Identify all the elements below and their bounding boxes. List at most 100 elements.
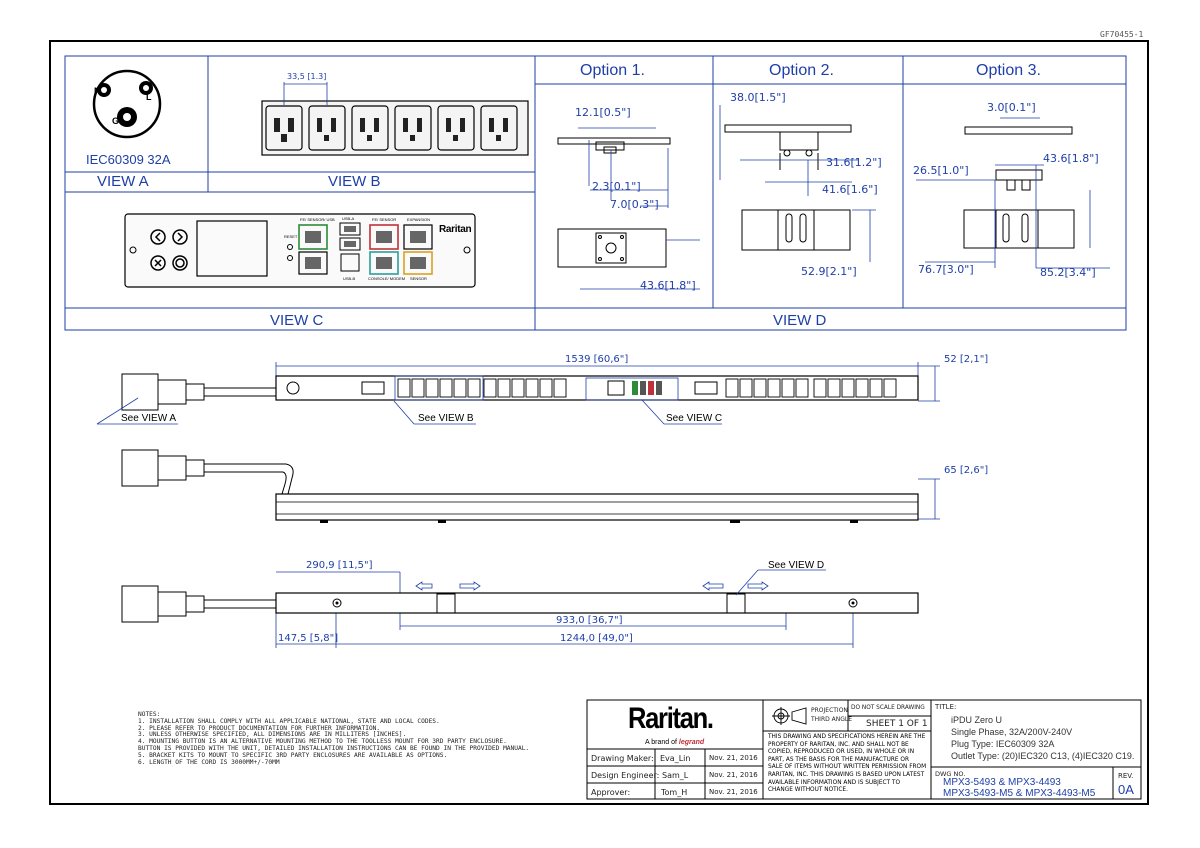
dwg-number: MPX3-5493 & MPX3-4493 MPX3-5493-M5 & MPX…: [943, 777, 1095, 799]
port-label-fe-sensor-usb: FE/ SENSOR/ USB: [300, 217, 335, 222]
dwg-line: MPX3-5493 & MPX3-4493: [943, 777, 1061, 788]
port-label-sensor: SENSOR: [410, 276, 427, 281]
plug-face-drawing: [92, 69, 162, 139]
option3-dim-85-2: 85.2[3.4"]: [1040, 266, 1096, 279]
legal-notice: THIS DRAWING AND SPECIFICATIONS HEREIN A…: [768, 734, 926, 795]
controller-brand: Raritan: [439, 224, 472, 235]
dim-1244-0: 1244,0 [49,0"]: [560, 633, 633, 644]
depth-dim: 65 [2,6"]: [944, 465, 989, 476]
revision: 0A: [1118, 782, 1134, 797]
option1-dim-2-3: 2.3[0.1"]: [592, 180, 641, 193]
option2-dim-38-0: 38.0[1.5"]: [730, 91, 786, 104]
see-view-b-callout: See VIEW B: [418, 413, 474, 424]
logo-sub-brand: legrand: [678, 739, 705, 746]
outlet-pitch-dim: 33,5 [1.3]: [287, 72, 327, 81]
option2-title: Option 2.: [769, 62, 834, 79]
note-line: NOTES:: [138, 711, 161, 718]
option1-dim-12-1: 12.1[0.5"]: [575, 106, 631, 119]
option3-dim-3-0: 3.0[0.1"]: [987, 101, 1036, 114]
role-design-engineer: Design Engineer:: [591, 771, 660, 780]
view-d-label: VIEW D: [773, 312, 827, 329]
option3-dim-76-7: 76.7[3.0"]: [918, 263, 974, 276]
title-label: TITLE:: [935, 703, 957, 711]
legal-line: RARITAN, INC. THIS DRAWING IS BASED UPON…: [768, 771, 925, 778]
legal-line: PROPERTY OF RARITAN, INC. AND SHALL NOT …: [768, 741, 909, 748]
company-logo-subtitle: A brand of legrand: [645, 739, 704, 746]
legal-line: COPIED, REPRODUCED OR USED, IN WHOLE OR …: [768, 749, 915, 756]
outlet-strip-drawing: [261, 82, 529, 156]
legal-line: PART, AS THE BASIS FOR THE MANUFACTURE O…: [768, 756, 910, 763]
role-approver: Approver:: [591, 788, 631, 797]
pdu-side-drawing: [121, 449, 940, 523]
port-label-usb-a: USB-A: [342, 216, 355, 221]
view-grid: [64, 55, 1127, 331]
name-design-engineer: Sam_L: [662, 771, 689, 780]
port-label-console-modem: CONSOLE/ MODEM: [368, 276, 406, 281]
rev-label: REV.: [1118, 772, 1134, 780]
option2-dim-41-6: 41.6[1.6"]: [822, 183, 878, 196]
dim-290-9: 290,9 [11,5"]: [306, 560, 373, 571]
option2-dim-52-9: 52.9[2.1"]: [801, 265, 857, 278]
note-line: 3. UNLESS OTHERWISE SPECIFIED, ALL DIMEN…: [138, 731, 407, 739]
pin-g-label: G: [112, 116, 120, 126]
note-line: 6. LENGTH OF THE CORD IS 3000MM+/-70MM: [138, 758, 280, 766]
title-description: iPDU Zero U Single Phase, 32A/200V-240V …: [951, 714, 1134, 762]
role-drawing-maker: Drawing Maker:: [591, 754, 654, 763]
view-a-label: VIEW A: [97, 173, 149, 190]
legal-line: AVAILABLE INFORMATION AND IS SUBJECT TO: [768, 779, 901, 786]
option1-drawing: [557, 137, 671, 268]
dim-933-0: 933,0 [36,7"]: [556, 615, 623, 626]
leader-lines: [96, 397, 826, 596]
dwg-no-label: DWG NO.: [935, 770, 966, 778]
see-view-a-callout: See VIEW A: [121, 413, 177, 424]
see-view-c-callout: See VIEW C: [666, 413, 723, 424]
company-logo: Raritan.: [628, 702, 714, 735]
view-c-label: VIEW C: [270, 312, 324, 329]
title-line: iPDU Zero U: [951, 715, 1003, 725]
note-line: 2. PLEASE REFER TO PRODUCT DOCUMENTATION…: [138, 724, 381, 732]
controller-drawing: [124, 213, 476, 288]
port-label-fe-sensor: FE/ SENSOR: [372, 217, 397, 222]
pdu-back-drawing: [121, 571, 919, 648]
sheet-reference: GF70455-1: [1100, 30, 1144, 39]
port-label-expansion: EXPANSION: [407, 217, 431, 222]
drawing-notes: NOTES: 1. INSTALLATION SHALL COMPLY WITH…: [138, 711, 578, 766]
option3-drawing: [963, 126, 1075, 249]
see-view-d-callout: See VIEW D: [768, 560, 825, 571]
date-design-engineer: Nov. 21, 2016: [709, 771, 758, 779]
legal-line: CHANGE WITHOUT NOTICE.: [768, 787, 848, 794]
name-approver: Tom_H: [661, 788, 688, 797]
date-drawing-maker: Nov. 21, 2016: [709, 754, 758, 762]
projection-type: THIRD ANGLE: [811, 716, 853, 723]
note-line: 4. MOUNTING BUTTON IS AN ALTERNATIVE MOU…: [138, 738, 507, 746]
plug-type-label: IEC60309 32A: [86, 152, 171, 167]
view-b-label: VIEW B: [328, 173, 381, 190]
name-drawing-maker: Eva_Lin: [660, 754, 691, 763]
option1-title: Option 1.: [580, 62, 645, 79]
pin-n-label: N: [94, 86, 101, 96]
option3-dim-43-6: 43.6[1.8"]: [1043, 152, 1099, 165]
date-approver: Nov. 21, 2016: [709, 788, 758, 796]
title-line: Plug Type: IEC60309 32A: [951, 739, 1055, 749]
option3-title: Option 3.: [976, 62, 1041, 79]
legal-line: SALE OF ITEMS WITHOUT WRITTEN PERMISSION…: [768, 764, 927, 771]
width-dim: 52 [2,1"]: [944, 354, 989, 365]
length-dim: 1539 [60,6"]: [565, 354, 629, 365]
option2-drawing: [724, 124, 852, 251]
pdu-front-drawing: [121, 362, 940, 411]
projection-label: PROJECTION: [811, 707, 848, 714]
option1-dim-43-6: 43.6[1.8"]: [640, 279, 696, 292]
sheet-number: SHEET 1 OF 1: [866, 719, 928, 729]
title-block-grid: [586, 699, 1142, 800]
port-label-reset: RESET: [284, 234, 298, 239]
note-line: 1. INSTALLATION SHALL COMPLY WITH ALL AP…: [138, 717, 440, 725]
note-line: BUTTON IS PROVIDED WITH THE UNIT, DETAIL…: [138, 744, 530, 752]
option1-dim-7-0: 7.0[0.3"]: [610, 198, 659, 211]
note-line: 5. BRACKET KITS TO MOUNT TO SPECIFIC 3RD…: [138, 751, 448, 759]
option3-dim-26-5: 26.5[1.0"]: [913, 164, 969, 177]
legal-line: THIS DRAWING AND SPECIFICATIONS HEREIN A…: [768, 734, 926, 740]
option2-dim-31-6: 31.6[1.2"]: [826, 156, 882, 169]
title-line: Single Phase, 32A/200V-240V: [951, 727, 1073, 737]
dwg-line: MPX3-5493-M5 & MPX3-4493-M5: [943, 788, 1096, 799]
